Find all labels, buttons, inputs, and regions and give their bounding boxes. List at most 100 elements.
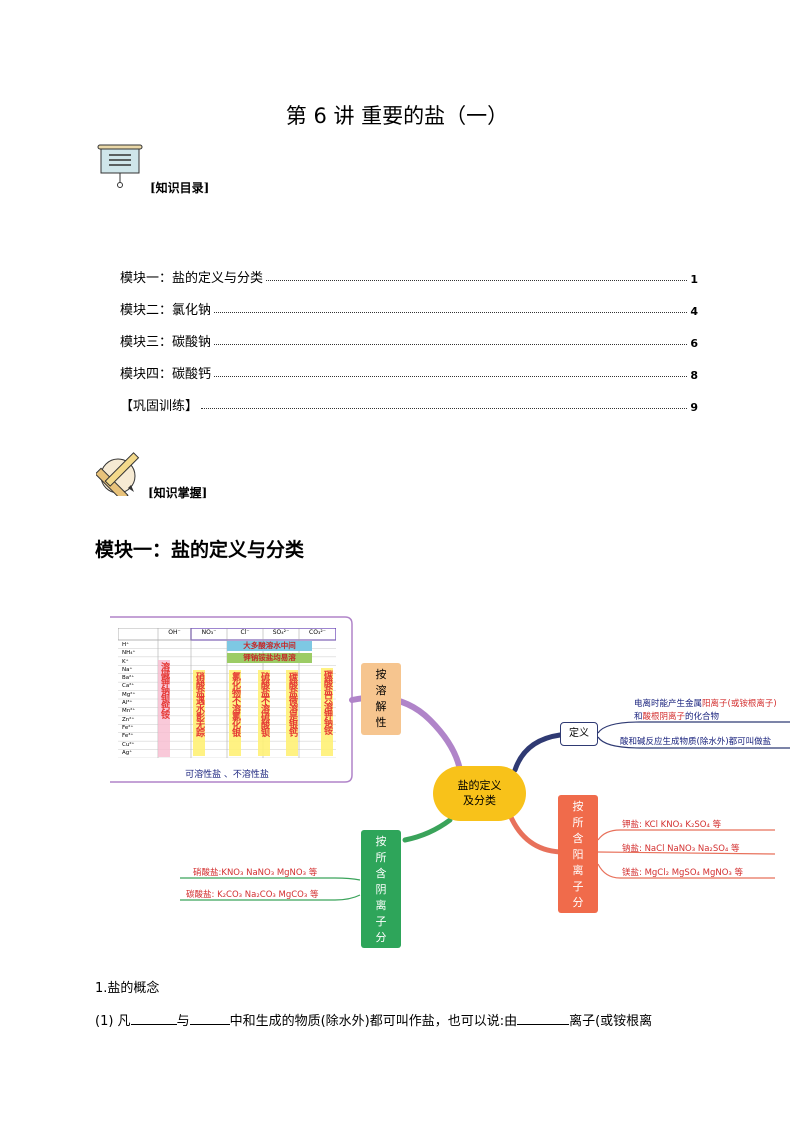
toc-entry-page: 9 [690, 401, 698, 414]
toc-entry-page: 1 [690, 273, 698, 286]
branch-char: 阳 [572, 848, 584, 861]
cation-item: 钠盐: NaCl NaNO₃ Na₂SO₄ 等 [622, 844, 740, 854]
sol-rule: 碳酸盐只溶钾钠铵 [322, 670, 332, 734]
branch-char: 含 [375, 867, 387, 880]
toc-entry-label: 模块四：碳酸钙 [120, 367, 212, 382]
sol-ion-label: Mn²⁺ [122, 708, 136, 715]
definition-text: 和 [634, 712, 643, 722]
definition-text: 电离时能产生金属 [634, 699, 703, 709]
branch-char: 含 [572, 832, 584, 845]
toc-entry-label: 模块二：氯化钠 [120, 303, 212, 318]
sol-banner: 大多酸溶水中间 [243, 641, 296, 650]
sol-header: CO₃²⁻ [309, 629, 326, 636]
module-heading: 模块一：盐的定义与分类 [95, 539, 305, 561]
solubility-caption: 可溶性盐 、不溶性盐 [185, 770, 269, 780]
sol-ion-label: Al³⁺ [122, 700, 133, 707]
toc-entry[interactable]: 模块一：盐的定义与分类 1 [120, 266, 698, 286]
sol-ion-label: Ba²⁺ [122, 675, 135, 682]
toc-entry-page: 4 [690, 305, 698, 318]
toc-entry-page: 8 [690, 369, 698, 382]
branch-char: 按 [375, 668, 387, 681]
presentation-board-icon [96, 143, 144, 193]
branch-char: 分 [572, 896, 584, 909]
definition-line: 电离时能产生金属阳离子(或铵根离子) [634, 697, 777, 709]
toc-entry-label: 模块三：碳酸钠 [120, 335, 212, 350]
fill-blank[interactable] [130, 1012, 177, 1025]
branch-char: 分 [375, 931, 387, 944]
solubility-table-graphic [117, 627, 337, 759]
fill-blank[interactable] [517, 1012, 570, 1025]
toc-entry[interactable]: 模块三：碳酸钠 6 [120, 330, 698, 350]
sol-header: NO₃⁻ [201, 629, 217, 636]
toc-entry-label: 【巩固训练】 [120, 399, 199, 414]
knowledge-label: [知识掌握] [148, 486, 208, 500]
center-label: 盐的定义 [457, 779, 502, 792]
sol-header: SO₄²⁻ [272, 629, 290, 636]
sol-ion-label: K⁺ [122, 658, 129, 665]
pencil-ruler-icon [94, 452, 140, 502]
sol-rule: 氯化物不溶氯化银 [230, 672, 240, 736]
fill-blank[interactable] [189, 1012, 230, 1025]
definition-line: 和酸根阴离子的化合物 [634, 710, 719, 722]
sol-rule: 硝酸盐遇水影无踪 [194, 672, 204, 736]
definition-highlight: 阳离子(或铵根离子) [702, 699, 777, 709]
concept-heading: 1.盐的概念 [95, 981, 160, 996]
branch-char: 按 [375, 835, 387, 848]
sol-ion-label: Zn²⁺ [122, 716, 135, 723]
sol-banner: 钾钠铵盐均易溶 [243, 653, 296, 662]
concept-text: 与 [176, 1014, 190, 1029]
toc-entry-label: 模块一：盐的定义与分类 [120, 271, 264, 286]
sol-ion-label: Ca²⁺ [122, 683, 135, 690]
branch-char: 子 [375, 915, 387, 928]
branch-char: 性 [375, 716, 387, 729]
cation-item: 钾盐: KCl KNO₃ K₂SO₄ 等 [622, 820, 722, 830]
sol-ion-column: H⁺ NH₄⁺K⁺Na⁺ Ba²⁺Ca²⁺Mg²⁺ Al³⁺Mn²⁺Zn²⁺Fe²⁺ F… [122, 641, 156, 757]
sol-rule: 硫酸盐不溶硫酸钡 [259, 672, 269, 736]
toc-entry[interactable]: 【巩固训练】 9 [120, 394, 698, 414]
mindmap-center[interactable]: 盐的定义 及分类 [433, 766, 526, 821]
solubility-table: OH⁻ NO₃⁻ Cl⁻ SO₄²⁻ CO₃²⁻ H⁺ NH₄⁺K⁺Na⁺ Ba²⁺… [117, 627, 337, 759]
sol-header: OH⁻ [168, 629, 181, 636]
toc-entry[interactable]: 模块二：氯化钠 4 [120, 298, 698, 318]
branch-char: 离 [375, 899, 387, 912]
sol-ion-label: Mg²⁺ [122, 691, 136, 698]
branch-char: 子 [572, 880, 584, 893]
sol-ion-label: Fe³⁺ [122, 733, 134, 740]
branch-solubility[interactable]: 按 溶 解 性 [361, 663, 401, 735]
center-label: 及分类 [463, 794, 496, 807]
sol-ion-label: Na⁺ [122, 666, 133, 673]
anion-item: 硝酸盐:KNO₃ NaNO₃ MgNO₃ 等 [193, 868, 318, 878]
concept-text: (1) 凡 [95, 1014, 131, 1029]
sol-ion-label: NH₄⁺ [122, 650, 136, 657]
concept-line: (1) 凡 与 中和生成的物质(除水外)都可叫作盐，也可以说:由 离子(或铵根离 [95, 1010, 652, 1029]
branch-char: 离 [572, 864, 584, 877]
branch-cation[interactable]: 按 所 含 阳 离 子 分 [558, 795, 598, 913]
branch-anion[interactable]: 按 所 含 阴 离 子 分 [361, 830, 401, 948]
branch-definition[interactable]: 定义 [560, 722, 598, 746]
sol-ion-label: Ag⁺ [122, 749, 133, 756]
concept-text: 离子(或铵根离 [569, 1014, 653, 1029]
toc-entry-page: 6 [690, 337, 698, 350]
anion-item: 碳酸盐: K₂CO₃ Na₂CO₃ MgCO₃ 等 [186, 890, 319, 900]
sol-ion-label: Cu²⁺ [122, 741, 135, 748]
branch-char: 溶 [375, 684, 387, 697]
page-title: 第 6 讲 重要的盐（一） [285, 104, 509, 128]
sol-ion-label: Fe²⁺ [122, 724, 134, 731]
toc-entry[interactable]: 模块四：碳酸钙 8 [120, 362, 698, 382]
branch-char: 阴 [375, 883, 387, 896]
branch-char: 所 [572, 816, 584, 829]
definition-line: 酸和碱反应生成物质(除水外)都可叫做盐 [620, 737, 772, 747]
branch-char: 按 [572, 800, 584, 813]
toc-label: [知识目录] [150, 181, 210, 195]
sol-header: Cl⁻ [240, 629, 250, 636]
sol-rule: 碳酸盐微溶是银钙 [287, 672, 297, 736]
concept-text: 中和生成的物质(除水外)都可叫作盐，也可以说:由 [229, 1014, 518, 1029]
cation-item: 镁盐: MgCl₂ MgSO₄ MgNO₃ 等 [622, 868, 744, 878]
sol-rule: 溶碱钾钠钡钙铵 [159, 662, 169, 718]
branch-char: 解 [375, 700, 387, 713]
definition-highlight: 酸根阴离子 [642, 712, 686, 722]
sol-ion-label: H⁺ [122, 642, 130, 648]
branch-char: 所 [375, 851, 387, 864]
definition-text: 的化合物 [685, 712, 720, 722]
